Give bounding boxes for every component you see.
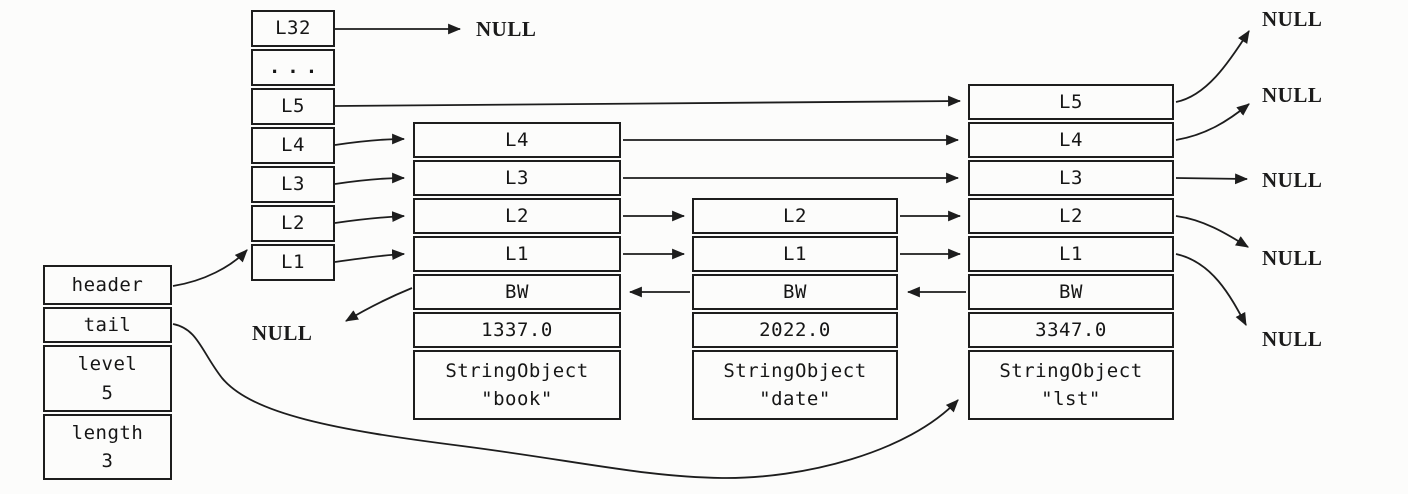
arrow-header-l5-to-node3	[334, 95, 962, 107]
record-level-value: 5	[101, 381, 114, 404]
arrow-node3-l3-to-null	[1175, 173, 1249, 185]
null-label-l32: NULL	[476, 17, 537, 41]
arrow-node3-l5-to-null	[1175, 30, 1250, 103]
level-array-cell-l2: L2	[251, 205, 335, 242]
node2-object: StringObject "date"	[692, 350, 898, 420]
node2-score: 2022.0	[692, 312, 898, 348]
arrow-header-l3-to-node1	[334, 172, 406, 185]
record-length-label: length	[71, 421, 144, 444]
record-length-value: 3	[101, 450, 114, 472]
level-array-cell-l3: L3	[251, 166, 335, 203]
record-length-field: length 3	[43, 414, 172, 480]
null-label-right-l4: NULL	[1262, 83, 1323, 107]
node2-object-type: StringObject	[723, 359, 867, 382]
record-header-label: header	[71, 273, 144, 296]
header-record-box: header tail level 5 length 3	[43, 265, 172, 480]
null-label-right-l5: NULL	[1262, 7, 1323, 31]
arrow-header-l4-to-node1	[334, 133, 406, 146]
node1-score: 1337.0	[413, 312, 621, 348]
arrow-node3-l1-to-null	[1175, 253, 1247, 326]
node1-level-l3: L3	[413, 160, 621, 196]
skiplist-node-date: L2 L1 BW 2022.0 StringObject "date"	[692, 198, 898, 420]
node2-level-l2: L2	[692, 198, 898, 234]
node1-object: StringObject "book"	[413, 350, 621, 420]
record-level-label: level	[77, 353, 138, 375]
arrow-node3-l4-to-null	[1175, 103, 1250, 141]
skiplist-node-lst: L5 L4 L3 L2 L1 BW 3347.0 StringObject "l…	[968, 84, 1174, 420]
node1-level-l2: L2	[413, 198, 621, 234]
level-array-cell-l5: L5	[251, 88, 335, 125]
null-label-right-l1: NULL	[1262, 327, 1323, 351]
node3-object: StringObject "lst"	[968, 350, 1174, 420]
node1-object-value: "book"	[481, 388, 553, 410]
arrow-header-l1-to-node1	[334, 249, 406, 263]
level-array-cell-l32: L32	[251, 10, 335, 47]
node3-level-l1: L1	[968, 236, 1174, 272]
null-label-backward: NULL	[252, 321, 313, 345]
null-label-right-l2: NULL	[1262, 246, 1323, 270]
node1-object-type: StringObject	[445, 359, 589, 382]
record-header-field: header	[43, 265, 172, 305]
node3-level-l5: L5	[968, 84, 1174, 120]
level-array-cell-l4: L4	[251, 127, 335, 164]
node3-object-value: "lst"	[1041, 388, 1101, 410]
node2-object-value: "date"	[759, 388, 831, 410]
node1-level-l4: L4	[413, 122, 621, 158]
record-level-field: level 5	[43, 345, 172, 412]
node3-level-l2: L2	[968, 198, 1174, 234]
node3-score: 3347.0	[968, 312, 1174, 348]
node1-level-l1: L1	[413, 236, 621, 272]
arrow-header-l2-to-node1	[334, 211, 406, 224]
node2-backward: BW	[692, 274, 898, 310]
node3-object-type: StringObject	[999, 359, 1143, 382]
node2-level-l1: L1	[692, 236, 898, 272]
header-level-array: L32 ... L5 L4 L3 L2 L1	[251, 10, 335, 281]
node1-backward: BW	[413, 274, 621, 310]
node3-backward: BW	[968, 274, 1174, 310]
null-label-right-l3: NULL	[1262, 168, 1323, 192]
record-tail-field: tail	[43, 307, 172, 343]
arrow-node3-l2-to-null	[1175, 215, 1249, 248]
level-array-cell-l1: L1	[251, 244, 335, 281]
skiplist-node-book: L4 L3 L2 L1 BW 1337.0 StringObject "book…	[413, 122, 621, 420]
arrow-record-header-to-levels	[172, 249, 248, 287]
arrow-node1-bw-to-null	[345, 287, 413, 322]
record-tail-label: tail	[83, 313, 132, 336]
level-array-cell-ellipsis: ...	[251, 49, 335, 86]
node3-level-l3: L3	[968, 160, 1174, 196]
node3-level-l4: L4	[968, 122, 1174, 158]
